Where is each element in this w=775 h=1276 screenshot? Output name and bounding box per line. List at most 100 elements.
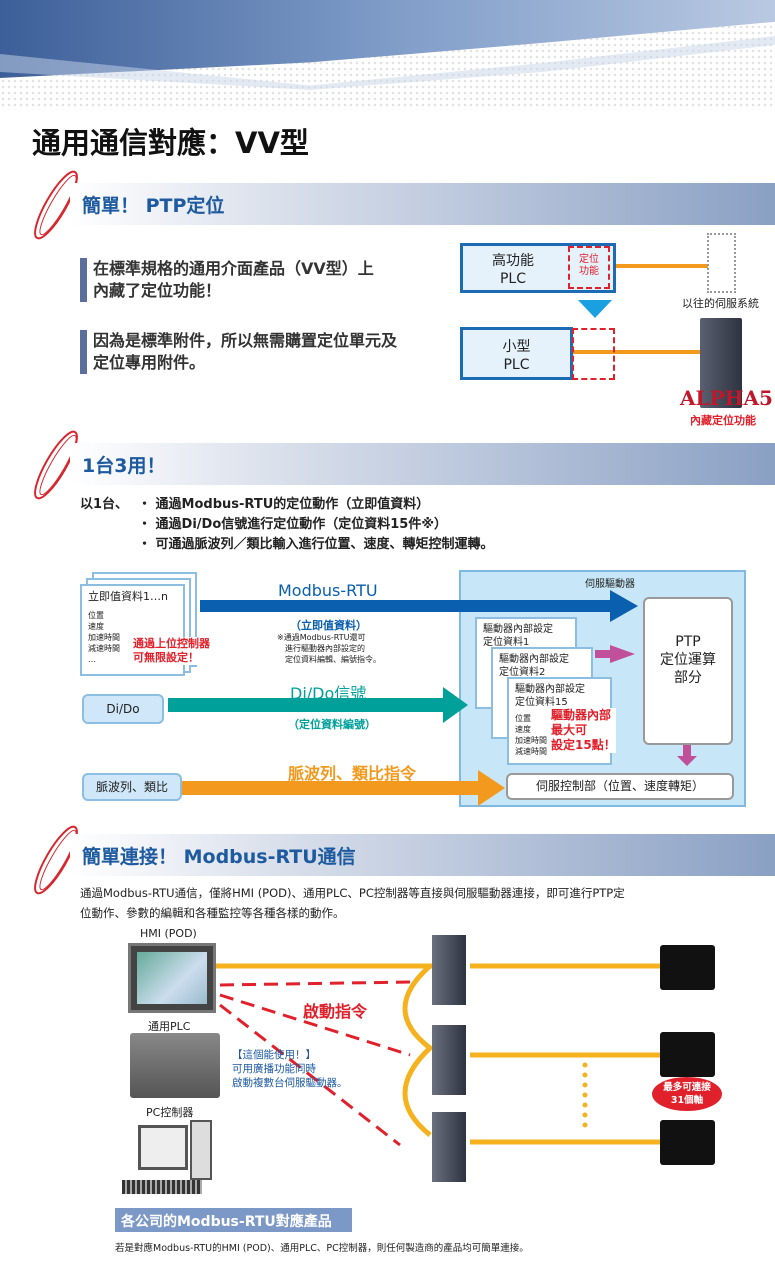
- label: PLC: [499, 271, 527, 287]
- pulse-label: 脈波列、類比指令: [288, 764, 417, 783]
- line: 定位運算: [660, 652, 716, 668]
- item: 減速時間: [88, 644, 120, 653]
- note-line: 驅動器內部: [551, 708, 612, 722]
- description: 通過Modbus-RTU通信，僅將HMI (POD)、通用PLC、PC控制器等直…: [80, 883, 625, 923]
- line: 31個軸: [670, 1095, 704, 1106]
- line: 定位資料2: [499, 667, 546, 678]
- note-line: 定位資料編輯、編號指令。: [285, 655, 381, 664]
- line: 驅動器內部設定: [515, 684, 585, 695]
- keyboard-image: [122, 1180, 202, 1194]
- max-axes-badge: 最多可連接 31個軸: [652, 1077, 722, 1111]
- servo-driver-label: 伺服驅動器: [585, 579, 635, 590]
- dido-box: Di/Do: [82, 694, 164, 724]
- note-line: ※通過Modbus-RTU還可: [277, 633, 366, 642]
- bullet-item: ・ 通過Di/Do信號進行定位動作（定位資料15件※）: [138, 517, 447, 532]
- servo-drive-image: [432, 935, 466, 1005]
- bullet-text: 可通過脈波列／類比輸入進行位置、速度、轉矩控制運轉。: [155, 537, 494, 552]
- item: 加速時間: [88, 633, 120, 642]
- item: 加速時間: [515, 736, 547, 745]
- pc-monitor-image: [138, 1125, 188, 1170]
- servo-drive-image: [432, 1025, 466, 1095]
- modbus-label: Modbus-RTU: [278, 581, 378, 600]
- section-title: 1台3用！: [82, 455, 166, 477]
- line: 【這個能使用！】: [232, 1049, 316, 1061]
- servo-drive-image: [700, 318, 742, 408]
- section-header-modbus: 簡單連接！ Modbus-RTU通信: [70, 834, 775, 876]
- servo-motor-image: [660, 1120, 715, 1165]
- item: 減速時間: [515, 747, 547, 756]
- lead-line: 定位專用附件。: [93, 353, 206, 372]
- start-command-label: 啟動指令: [303, 1002, 368, 1021]
- line: 啟動複數台伺服驅動器。: [232, 1077, 348, 1089]
- label: PLC: [503, 357, 530, 373]
- lead-line: 因為是標準附件，所以無需購置定位單元及: [93, 331, 398, 350]
- line: PTP: [675, 634, 701, 650]
- brand-caption: 內藏定位功能: [690, 414, 756, 427]
- note-line: 最大可: [551, 723, 588, 737]
- item: 速度: [88, 622, 104, 631]
- modbus-sub: （立即值資料）: [290, 619, 367, 632]
- swirl-icon: [34, 170, 78, 240]
- line: 通過Modbus-RTU通信，僅將HMI (POD)、通用PLC、PC控制器等直…: [80, 886, 625, 900]
- section-title: 簡單連接！ Modbus-RTU通信: [82, 846, 356, 868]
- line: 最多可連接: [663, 1082, 711, 1093]
- page-title: 通用通信對應：VV型: [32, 126, 309, 160]
- bullet-text: 通過Di/Do信號進行定位動作（定位資料15件※）: [155, 517, 447, 532]
- label: 小型: [502, 339, 531, 355]
- lead-line: 內藏了定位功能！: [93, 281, 222, 300]
- servo-motor-image: [660, 1032, 715, 1077]
- line: 可用廣播功能同時: [232, 1063, 316, 1075]
- servo-drive-image: [432, 1112, 466, 1182]
- positioning-function-box: 定位功能: [568, 246, 610, 289]
- line: 位動作、參數的編輯和各種監控等各種各樣的動作。: [80, 906, 345, 920]
- empty-function-box: [572, 328, 615, 380]
- card-note: 通過上位控制器可無限設定！: [133, 637, 210, 665]
- line: 定位資料15: [515, 697, 568, 708]
- item: 位置: [88, 611, 104, 620]
- prefix-text: 以1台、: [80, 497, 129, 512]
- line: 驅動器內部設定: [499, 654, 569, 665]
- section-header-ptp: 簡單！ PTP定位: [70, 183, 775, 225]
- bullet-text: 通過Modbus-RTU的定位動作（立即值資料）: [155, 497, 430, 512]
- modbus-note: ※通過Modbus-RTU還可進行驅動器內部設定的定位資料編輯、編號指令。: [277, 632, 381, 665]
- card-items: 位置速度加速時間減速時間: [515, 713, 604, 757]
- dido-label: Di/Do信號: [290, 684, 367, 703]
- swirl-icon: [34, 825, 78, 895]
- products-banner: 各公司的Modbus-RTU對應產品: [115, 1208, 352, 1232]
- label: 定位: [579, 254, 599, 265]
- label: 高功能: [492, 253, 534, 269]
- small-plc-box: 小型 PLC: [460, 327, 573, 380]
- plc-image: [130, 1033, 220, 1098]
- broadcast-tip: 【這個能使用！】可用廣播功能同時啟動複數台伺服驅動器。: [232, 1048, 348, 1090]
- bullet-list: ・ 通過Modbus-RTU的定位動作（立即值資料） ・ 通過Di/Do信號進行…: [138, 495, 494, 555]
- card-title: 立即值資料1…n: [88, 590, 168, 603]
- note-line: 設定15點！: [551, 738, 616, 752]
- item: …: [88, 655, 96, 664]
- line: 驅動器內部設定: [483, 624, 553, 635]
- section-title: 簡單！ PTP定位: [82, 195, 225, 217]
- lead-text: 因為是標準附件，所以無需購置定位單元及定位專用附件。: [80, 330, 397, 374]
- plc-label: 通用PLC: [148, 1020, 191, 1033]
- lead-text: 在標準規格的通用介面產品（VV型）上內藏了定位功能！: [80, 258, 374, 302]
- pc-label: PC控制器: [146, 1106, 194, 1119]
- bullet-item: ・ 可通過脈波列／類比輸入進行位置、速度、轉矩控制運轉。: [138, 537, 494, 552]
- old-servo-outline: [707, 233, 736, 293]
- line: 部分: [674, 670, 702, 686]
- pulse-box: 脈波列、類比: [82, 773, 182, 801]
- ptp-unit: PTP 定位運算部分: [643, 597, 733, 745]
- internal-note: 驅動器內部最大可設定15點！: [551, 708, 616, 753]
- note-line: 通過上位控制器: [133, 637, 210, 650]
- footer-note: 若是對應Modbus-RTU的HMI (POD)、通用PLC、PC控制器，則任何…: [115, 1243, 529, 1254]
- label: 功能: [579, 266, 599, 277]
- note-line: 進行驅動器內部設定的: [285, 644, 365, 653]
- servo-motor-image: [660, 945, 715, 990]
- item: 位置: [515, 714, 531, 723]
- section-header-1-3: 1台3用！: [70, 443, 775, 485]
- dido-sub: （定位資料編號）: [288, 718, 376, 731]
- pc-tower-image: [190, 1120, 212, 1180]
- bullet-item: ・ 通過Modbus-RTU的定位動作（立即值資料）: [138, 497, 430, 512]
- old-system-label: 以往的伺服系統: [682, 297, 759, 310]
- servo-control-unit: 伺服控制部（位置、速度轉矩）: [506, 773, 734, 800]
- line: 定位資料1: [483, 637, 530, 648]
